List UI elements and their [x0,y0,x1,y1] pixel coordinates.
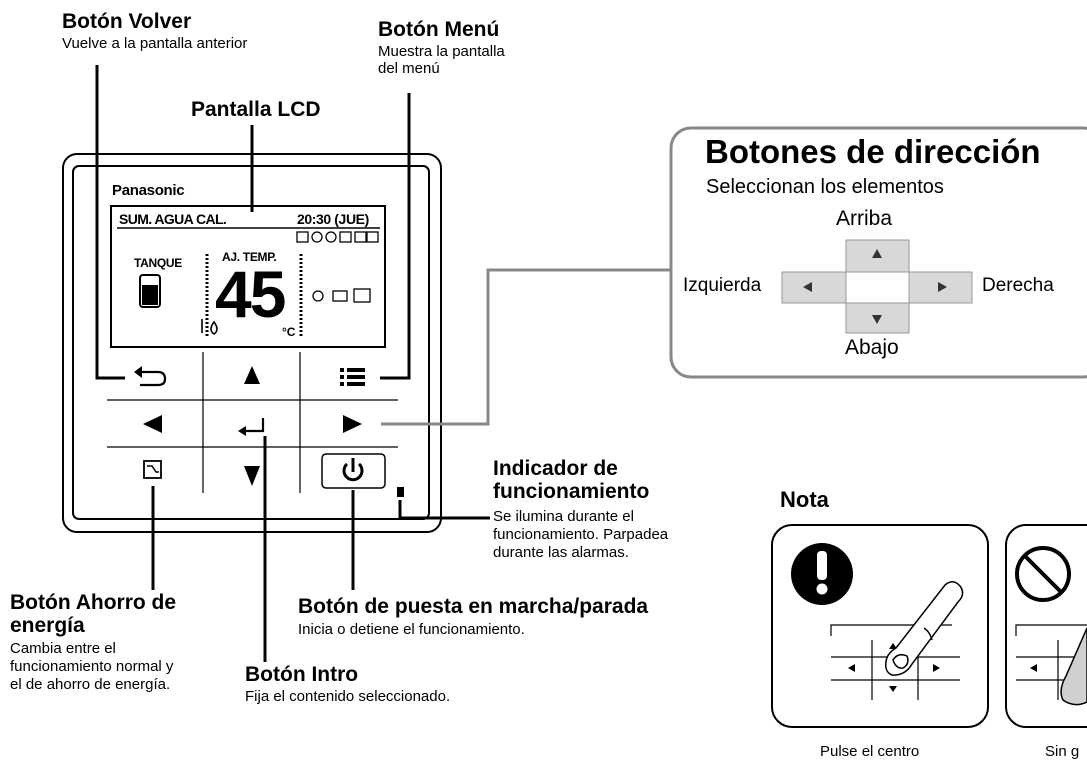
brand-logo: Panasonic [112,182,185,199]
lcd-temp-value: 45 [215,257,286,331]
volver-title: Botón Volver [62,10,192,33]
direction-title: Botones de dirección [705,133,1041,170]
lcd-right-icons [312,288,371,303]
ahorro-title-1: Botón Ahorro de [10,591,177,614]
indicador-title-2: funcionamiento [493,480,650,503]
lcd-clock-text: 20:30 (JUE) [297,211,369,227]
menu-list-icon [340,368,365,386]
thermo-water-icon [201,319,218,335]
menu-desc-2: del menú [378,60,440,77]
menu-desc-1: Muestra la pantalla [378,43,505,60]
leader-indicador [398,500,490,520]
note-title: Nota [780,487,829,512]
ahorro-desc-2: funcionamiento normal y [10,658,174,675]
dir-left-cell [781,271,847,304]
ahorro-title-2: energía [10,614,85,637]
lcd-mode-text: SUM. AGUA CAL. [119,211,227,227]
up-arrow-icon [244,366,260,384]
direction-down-label: Abajo [845,336,899,359]
enter-return-icon [238,418,265,436]
ahorro-desc-3: el de ahorro de energía. [10,676,171,693]
prohibited-icon [1015,546,1071,602]
operation-indicator-led [397,487,404,497]
lcd-tank-label: TANQUE [134,256,182,270]
finger-center-icon [884,581,964,676]
intro-desc: Fija el contenido seleccionado. [245,688,451,705]
tank-icon [139,274,161,308]
lcd-title: Pantalla LCD [191,98,321,121]
volver-desc: Vuelve a la pantalla anterior [62,35,248,52]
energy-save-icon [143,460,162,479]
marcha-desc: Inicia o detiene el funcionamiento. [298,621,525,638]
menu-title: Botón Menú [378,18,500,41]
indicador-desc-3: durante las alarmas. [493,544,629,561]
direction-subtitle: Seleccionan los elementos [706,176,944,198]
mini-keypad-do [830,624,960,700]
exclamation-icon [791,543,853,605]
direction-right-label: Derecha [982,275,1054,296]
direction-up-label: Arriba [836,207,893,230]
indicador-title-1: Indicador de [493,457,618,480]
leader-direction [381,268,671,426]
lcd-temp-unit: °C [282,325,296,339]
intro-title: Botón Intro [245,663,359,686]
direction-left-label: Izquierda [683,275,762,296]
ahorro-desc-1: Cambia entre el [10,640,116,657]
indicador-desc-2: funcionamiento. Parpadea [493,526,669,543]
marcha-title: Botón de puesta en marcha/parada [298,595,649,618]
left-arrow-icon [143,415,162,433]
status-icons [296,231,379,243]
finger-nail-icon [1060,627,1087,706]
leader-menu [380,93,411,380]
back-arrow-icon [134,366,167,387]
dir-center-cell [845,271,910,304]
indicador-desc-1: Se ilumina durante el [493,508,634,525]
leader-volver [95,65,125,380]
power-button[interactable] [321,453,386,489]
direction-pad [781,239,973,334]
note-caption-do: Pulse el centro [820,743,920,760]
down-arrow-icon [244,466,260,486]
lcd-temp-label: AJ. TEMP. [222,250,277,264]
right-arrow-icon [343,415,362,433]
note-caption-dont: Sin g [1045,743,1080,760]
